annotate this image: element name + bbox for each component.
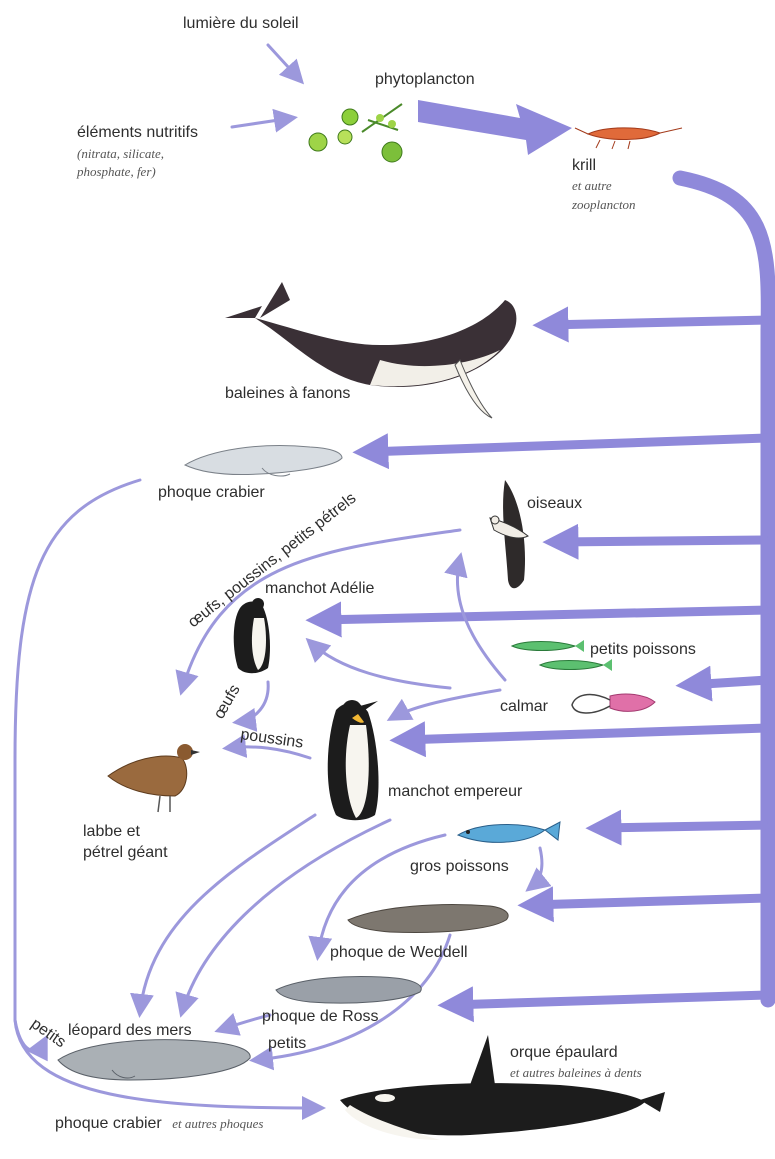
label-squid: calmar [500, 698, 549, 715]
label-nutrients-detail-2: phosphate, fer) [76, 164, 156, 179]
crabeater-seal-icon [185, 446, 342, 476]
label-crabeater-others: phoque crabier et autres phoques [55, 1115, 263, 1132]
labels: lumière du soleil phytoplancton éléments… [28, 15, 696, 1132]
label-crabeater-others-main: phoque crabier [55, 1115, 162, 1132]
label-skua-1: labbe et [83, 823, 140, 840]
label-phytoplankton: phytoplancton [375, 71, 475, 88]
bird-icon [490, 480, 528, 588]
label-crabeater-seal: phoque crabier [158, 484, 265, 501]
label-krill: krill [572, 157, 596, 174]
weddell-seal-icon [348, 905, 508, 933]
krill-distribution-arrows [318, 178, 768, 1005]
label-skua-2: pétrel géant [83, 844, 168, 861]
phyto-to-krill-arrow [418, 100, 572, 155]
label-eggs: œufs [211, 682, 244, 722]
label-nutrients-detail-1: (nitrata, silicate, [77, 146, 164, 161]
label-sunlight: lumière du soleil [183, 15, 299, 32]
label-ross-seal: phoque de Ross [262, 1008, 379, 1025]
label-leopard-seal: léopard des mers [68, 1022, 192, 1039]
label-orca-detail: et autres baleines à dents [510, 1065, 642, 1080]
label-krill-detail-2: zooplancton [571, 197, 636, 212]
label-weddell-seal: phoque de Weddell [330, 944, 468, 961]
label-baleen-whales: baleines à fanons [225, 385, 350, 402]
label-large-fish: gros poissons [410, 858, 509, 875]
ross-seal-icon [276, 977, 421, 1004]
label-crabeater-others-detail: et autres phoques [172, 1116, 263, 1131]
large-fish-icon [458, 822, 560, 842]
label-birds: oiseaux [527, 495, 582, 512]
skua-icon [108, 744, 200, 812]
label-emperor-penguin: manchot empereur [388, 783, 523, 800]
primary-production-arrows [232, 45, 572, 155]
label-orca: orque épaulard [510, 1044, 618, 1061]
label-krill-detail-1: et autre [572, 178, 612, 193]
emperor-penguin-icon [328, 700, 379, 820]
label-young-2: petits [268, 1035, 306, 1052]
adelie-penguin-icon [234, 598, 270, 673]
squid-icon [572, 694, 655, 713]
label-eggs-chicks-petrels: œufs, poussins, petits pétrels [185, 490, 359, 632]
leopard-seal-icon [58, 1040, 250, 1080]
label-adelie-penguin: manchot Adélie [265, 580, 375, 597]
label-nutrients: éléments nutritifs [77, 124, 198, 141]
label-small-fish: petits poissons [590, 641, 696, 658]
phytoplankton-icon [309, 104, 402, 162]
label-young-1: petits [28, 1015, 69, 1051]
krill-icon [575, 128, 682, 149]
